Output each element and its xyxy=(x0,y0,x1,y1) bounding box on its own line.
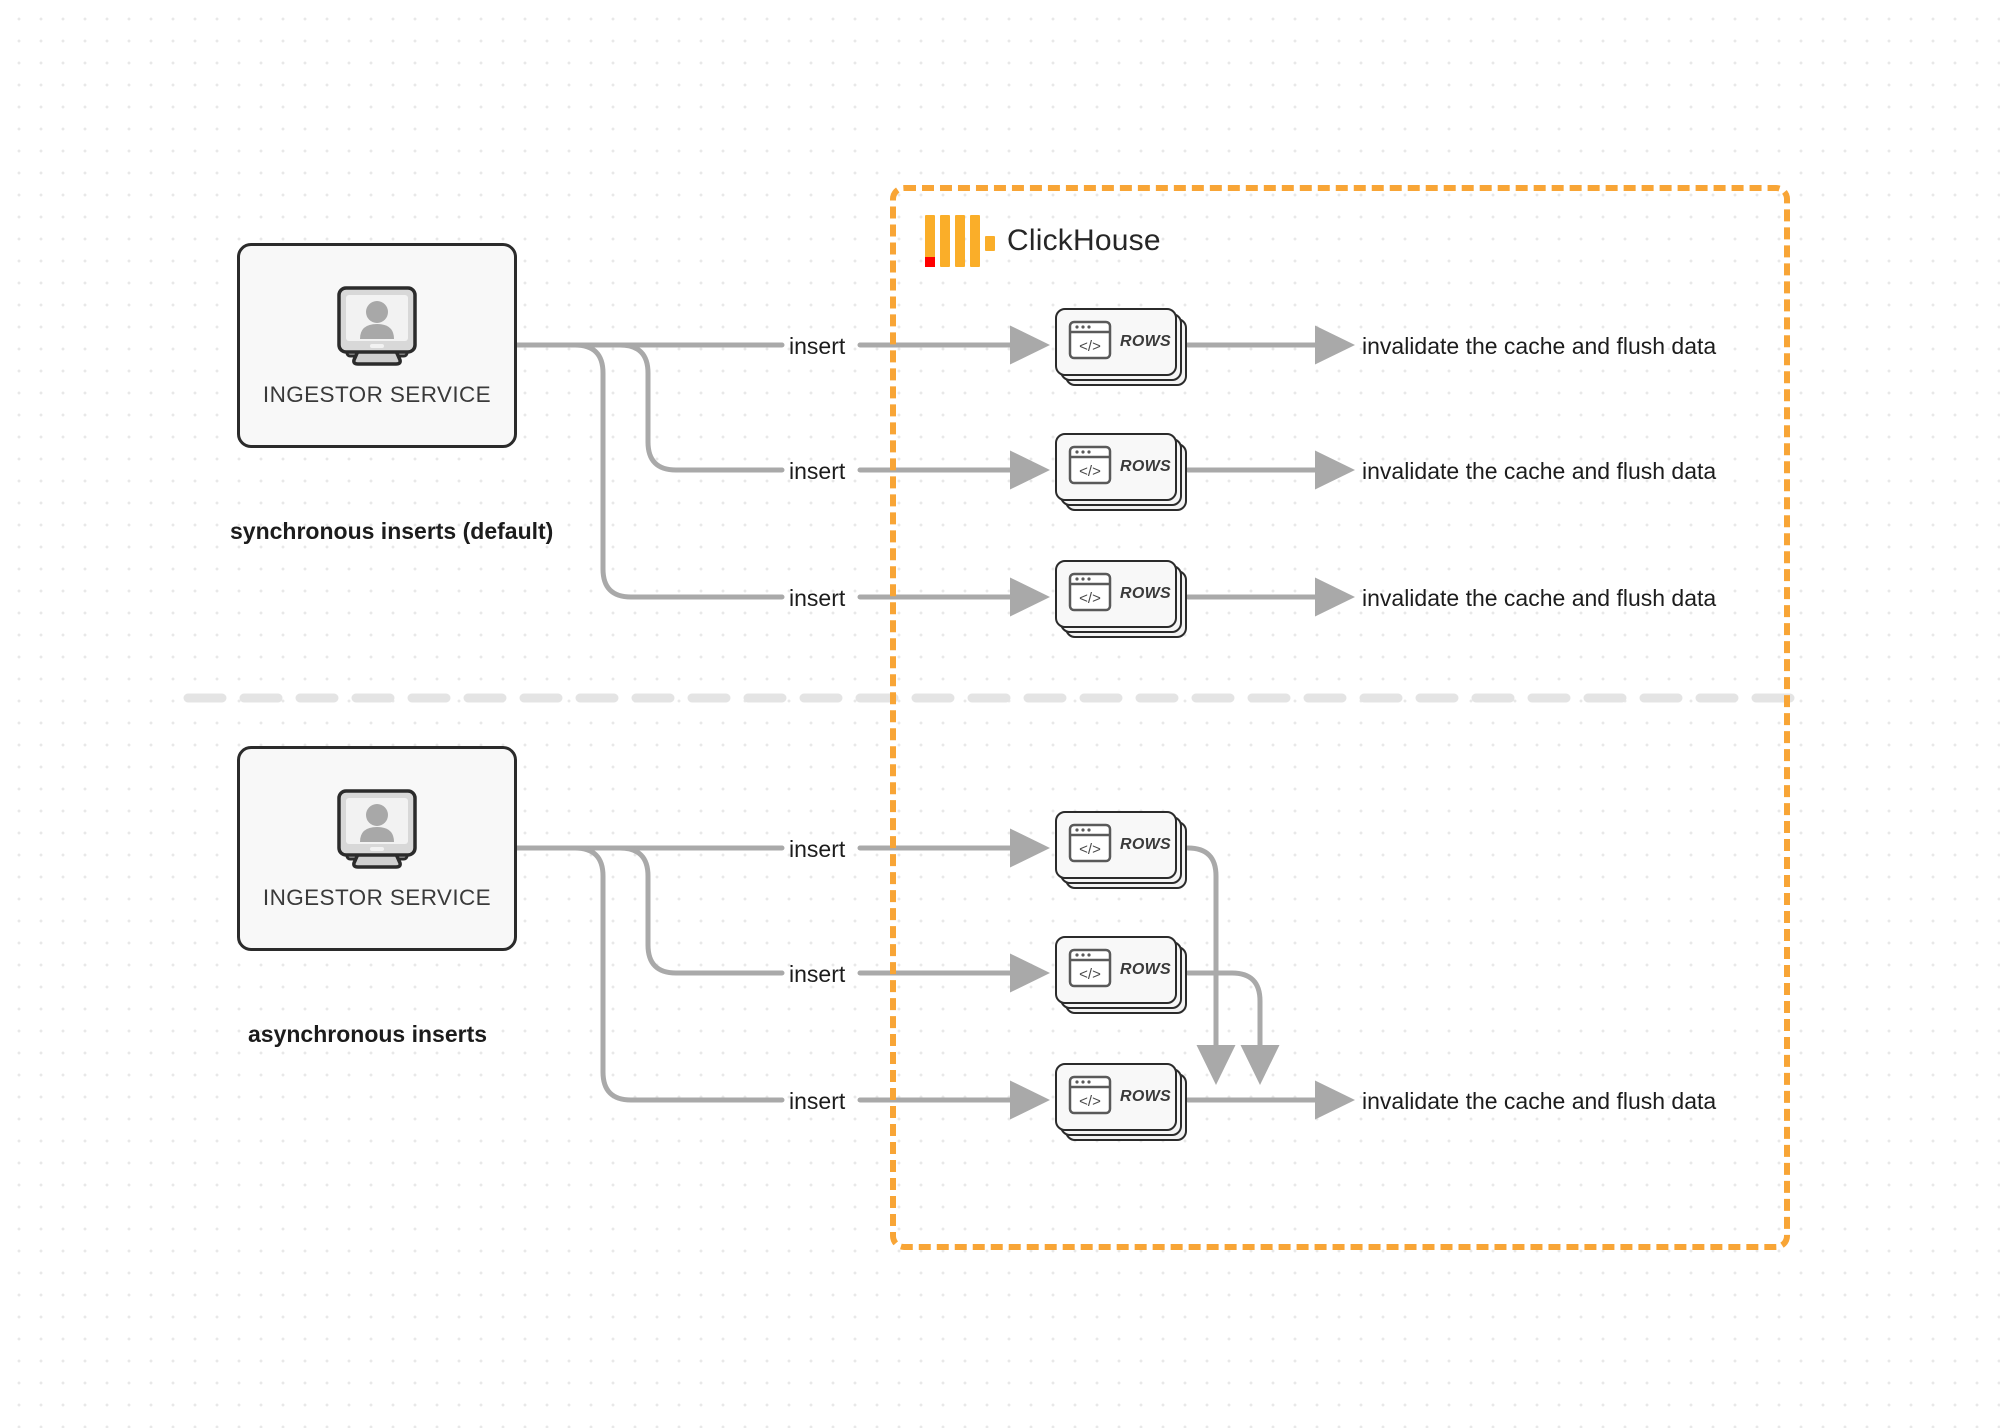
svg-text:</>: </> xyxy=(1079,841,1101,858)
svg-text:</>: </> xyxy=(1079,590,1101,607)
code-window-icon: </> xyxy=(1068,948,1112,993)
rows-card-async-1[interactable]: </> ROWS xyxy=(1055,811,1187,889)
rows-card-front: </> ROWS xyxy=(1055,936,1177,1004)
rows-card-front: </> ROWS xyxy=(1055,1063,1177,1131)
rows-card-front: </> ROWS xyxy=(1055,308,1177,376)
code-window-icon: </> xyxy=(1068,445,1112,490)
clickhouse-label: ClickHouse xyxy=(1007,224,1161,257)
code-window-icon: </> xyxy=(1068,1075,1112,1120)
clickhouse-boundary xyxy=(890,185,1790,1250)
rows-card-sync-3[interactable]: </> ROWS xyxy=(1055,560,1187,638)
insert-label-sync-2: insert xyxy=(789,458,846,484)
rows-card-label: ROWS xyxy=(1120,961,1171,978)
rows-card-label: ROWS xyxy=(1120,585,1171,602)
result-label-sync-2: invalidate the cache and flush data xyxy=(1362,458,1717,484)
rows-card-label: ROWS xyxy=(1120,836,1171,853)
svg-text:</>: </> xyxy=(1079,966,1101,983)
insert-label-sync-3: insert xyxy=(789,585,846,611)
insert-label-async-1: insert xyxy=(789,836,846,862)
rows-card-label: ROWS xyxy=(1120,1088,1171,1105)
ingestor-service-label-sync: INGESTOR SERVICE xyxy=(262,381,492,407)
code-window-icon: </> xyxy=(1068,320,1112,365)
result-label-async-merged: invalidate the cache and flush data xyxy=(1362,1088,1717,1114)
rows-card-sync-1[interactable]: </> ROWS xyxy=(1055,308,1187,386)
rows-card-front: </> ROWS xyxy=(1055,433,1177,501)
monitor-user-icon xyxy=(324,284,430,376)
insert-label-async-3: insert xyxy=(789,1088,846,1114)
insert-label-sync-1: insert xyxy=(789,333,846,359)
rows-card-label: ROWS xyxy=(1120,458,1171,475)
monitor-user-icon xyxy=(324,787,430,879)
code-window-icon: </> xyxy=(1068,572,1112,617)
ingestor-service-sync[interactable]: INGESTOR SERVICE xyxy=(237,243,517,448)
rows-card-async-2[interactable]: </> ROWS xyxy=(1055,936,1187,1014)
rows-card-async-3[interactable]: </> ROWS xyxy=(1055,1063,1187,1141)
ingestor-service-label-async: INGESTOR SERVICE xyxy=(262,884,492,910)
clickhouse-logo-group: ClickHouse xyxy=(925,215,1161,267)
rows-card-front: </> ROWS xyxy=(1055,811,1177,879)
svg-text:</>: </> xyxy=(1079,463,1101,480)
caption-async: asynchronous inserts xyxy=(248,1021,488,1047)
svg-text:</>: </> xyxy=(1079,338,1101,355)
rows-card-sync-2[interactable]: </> ROWS xyxy=(1055,433,1187,511)
result-label-sync-1: invalidate the cache and flush data xyxy=(1362,333,1717,359)
rows-card-label: ROWS xyxy=(1120,333,1171,350)
ingestor-service-async[interactable]: INGESTOR SERVICE xyxy=(237,746,517,951)
code-window-icon: </> xyxy=(1068,823,1112,868)
clickhouse-logo-icon xyxy=(925,215,995,267)
rows-card-front: </> ROWS xyxy=(1055,560,1177,628)
insert-label-async-2: insert xyxy=(789,961,846,987)
svg-text:</>: </> xyxy=(1079,1093,1101,1110)
result-label-sync-3: invalidate the cache and flush data xyxy=(1362,585,1717,611)
caption-sync: synchronous inserts (default) xyxy=(230,518,554,544)
